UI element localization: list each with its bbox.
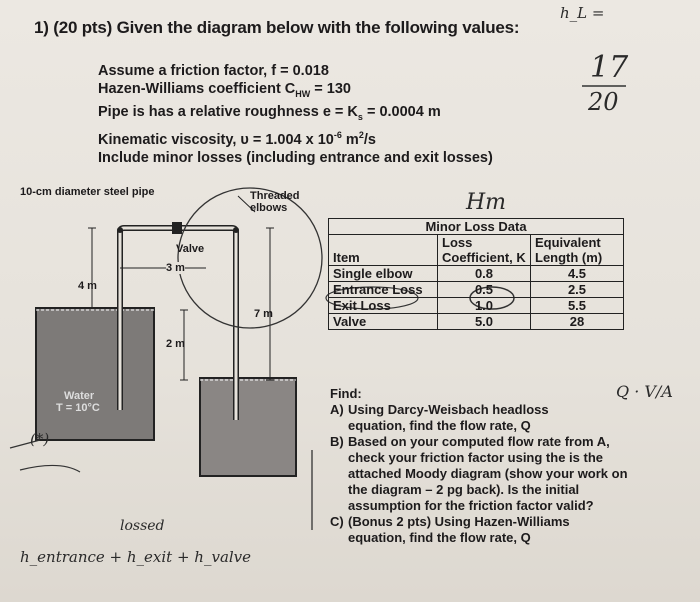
dimension-3m: 3 m [166,262,185,274]
given-hazen: Hazen-Williams coefficient CHW = 130 [98,81,351,99]
table-row: Valve 5.0 28 [328,313,624,330]
table-row: Entrance Loss 0.5 2.5 [328,281,624,298]
handwriting-17: 17 [590,50,629,85]
question-title: 1) (20 pts) Given the diagram below with… [34,18,520,37]
handwriting-hm: Hm [466,190,507,215]
header-item: Item [328,234,438,266]
header-length: Equivalent Length (m) [530,234,624,266]
dimension-2m: 2 m [166,338,185,350]
find-item-a: A) Using Darcy-Weisbach headloss equatio… [330,402,549,433]
handdrawn-circle [177,187,323,329]
table-row: Single elbow 0.8 4.5 [328,265,624,282]
right-reservoir [199,377,297,477]
dimension-4m: 4 m [78,280,97,292]
valve-symbol [172,222,182,234]
find-section: Find: A) Using Darcy-Weisbach headloss e… [330,386,660,546]
given-minor-losses: Include minor losses (including entrance… [98,149,493,166]
handwriting-energy-eq: h_entrance + h_exit + h_valve [20,548,252,566]
minor-loss-table: Minor Loss Data Item Loss Coefficient, K… [328,218,624,330]
left-reservoir [35,307,155,441]
handwriting-star: (*) [30,430,50,448]
table-caption: Minor Loss Data [328,218,624,235]
handwriting-20: 20 [588,88,619,116]
pipe-diameter-label: 10-cm diameter steel pipe [20,186,155,198]
elbows-label: Threaded elbows [250,190,300,214]
handwriting-top-right: h_L = [560,4,605,22]
header-k: Loss Coefficient, K [437,234,531,266]
given-values: Assume a friction factor, f = 0.018 Haze… [98,62,493,167]
given-friction: Assume a friction factor, f = 0.018 [98,63,329,79]
valve-label: Valve [176,243,205,255]
find-item-c: C) (Bonus 2 pts) Using Hazen-Williams eq… [330,514,570,545]
temperature-label: T = 10°C [56,402,100,414]
handwriting-q-va: Q · V/A [616,382,673,401]
find-heading: Find: [330,386,362,401]
find-item-b: B) Based on your computed flow rate from… [330,434,628,513]
handwriting-lossed: lossed [120,518,165,534]
water-label: Water [64,390,95,402]
table-row: Exit Loss 1.0 5.5 [328,297,624,314]
given-roughness: Pipe is has a relative roughness e = Ks … [98,103,441,122]
dimension-7m: 7 m [254,308,273,320]
given-viscosity: Kinematic viscosity, υ = 1.004 x 10-6 m2… [98,129,376,148]
